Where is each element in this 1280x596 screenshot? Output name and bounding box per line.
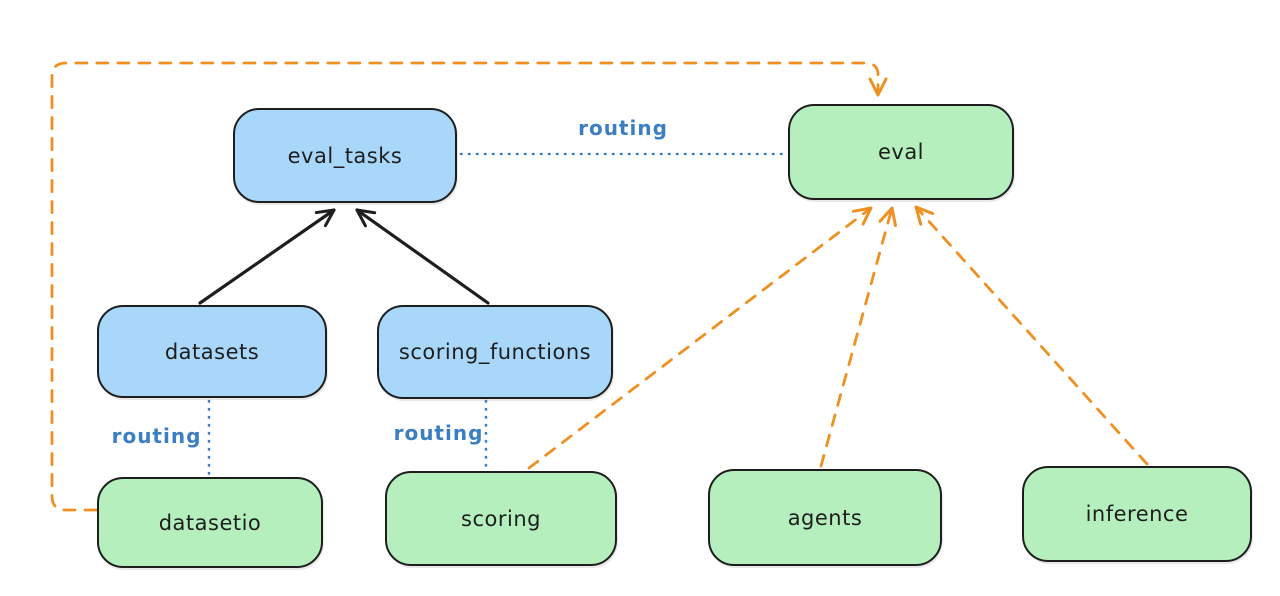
node-datasets-label: datasets bbox=[164, 339, 260, 364]
node-agents-label: agents bbox=[787, 505, 863, 530]
edge-datasetio-to-eval bbox=[50, 61, 888, 512]
node-eval-label: eval bbox=[877, 140, 925, 164]
node-scoring-label: scoring bbox=[461, 506, 541, 531]
node-inference: inference bbox=[1022, 466, 1252, 562]
node-eval: eval bbox=[788, 104, 1014, 200]
node-eval-tasks: eval_tasks bbox=[233, 108, 457, 203]
edge-inference-to-eval bbox=[914, 205, 1149, 466]
node-scoring: scoring bbox=[385, 471, 617, 566]
node-datasets: datasets bbox=[97, 305, 327, 398]
edge-label-routing-top: routing bbox=[578, 116, 668, 140]
node-agents: agents bbox=[708, 469, 942, 566]
edge-agents-to-eval bbox=[819, 206, 897, 468]
edge-scoring-functions-to-eval-tasks bbox=[355, 208, 490, 305]
edge-label-routing-datasets: routing bbox=[111, 424, 202, 448]
node-inference-label: inference bbox=[1085, 502, 1189, 526]
node-datasetio: datasetio bbox=[97, 477, 323, 568]
edge-datasets-to-eval-tasks bbox=[198, 208, 336, 305]
node-scoring-functions-label: scoring_functions bbox=[398, 340, 592, 364]
node-datasetio-label: datasetio bbox=[158, 510, 262, 535]
edge-scoring-to-eval bbox=[527, 206, 873, 470]
node-eval-tasks-label: eval_tasks bbox=[287, 143, 403, 168]
edge-label-routing-scoring: routing bbox=[393, 421, 484, 445]
node-scoring-functions: scoring_functions bbox=[377, 305, 613, 399]
